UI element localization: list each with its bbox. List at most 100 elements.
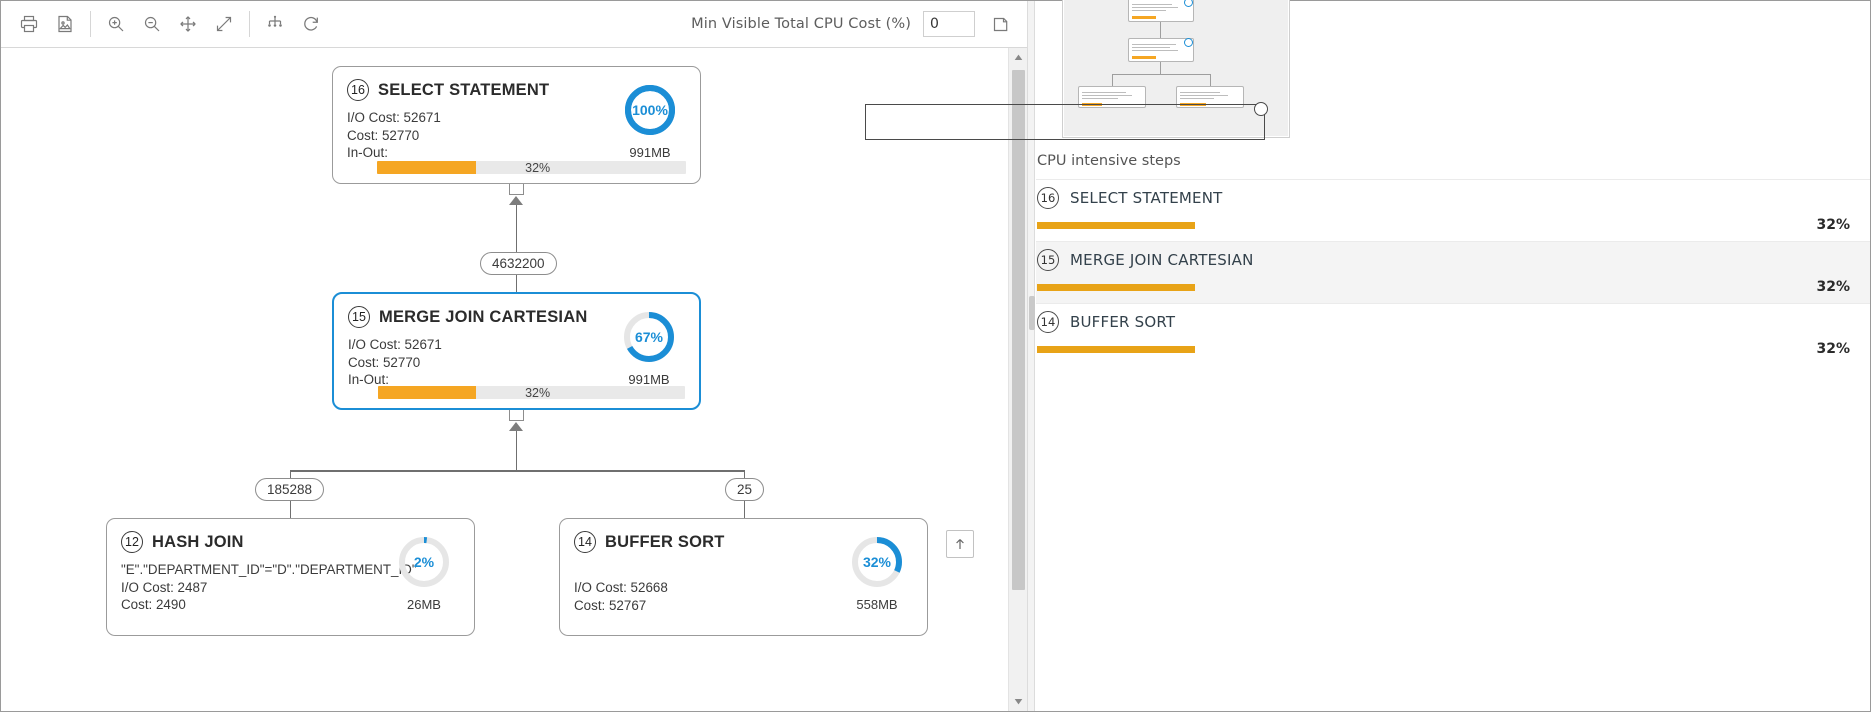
edge-line bbox=[289, 501, 292, 523]
node-details: I/O Cost: 52668 Cost: 52767 bbox=[560, 553, 927, 614]
cpu-cost-filter-label: Min Visible Total CPU Cost (%) bbox=[691, 16, 911, 32]
step-cpu-percent: 32% bbox=[1816, 279, 1850, 295]
minimap-resize-handle[interactable] bbox=[1254, 102, 1268, 116]
cpu-cost-filter-input[interactable] bbox=[923, 11, 975, 37]
row-header: 16 SELECT STATEMENT bbox=[1037, 187, 1223, 209]
node-io-cost: I/O Cost: 52671 bbox=[347, 110, 441, 125]
fit-screen-icon[interactable] bbox=[206, 6, 242, 42]
node-io-cost: I/O Cost: 52671 bbox=[348, 337, 442, 352]
edge-line bbox=[515, 205, 518, 253]
pane-splitter[interactable] bbox=[1027, 1, 1035, 711]
tree-layout-icon[interactable] bbox=[257, 6, 293, 42]
plan-diagram-canvas[interactable]: 16 SELECT STATEMENT I/O Cost: 52671 Cost… bbox=[1, 48, 1008, 711]
cpu-step-row-buffer-sort[interactable]: 14 BUFFER SORT 32% bbox=[1036, 303, 1870, 365]
node-title: SELECT STATEMENT bbox=[378, 80, 550, 99]
cpu-intensive-steps-list: 16 SELECT STATEMENT 32% 15 MERGE JOIN CA… bbox=[1036, 179, 1870, 365]
node-port bbox=[509, 410, 524, 421]
step-cpu-bar bbox=[1037, 346, 1195, 353]
node-cpu-bar-row: 32% bbox=[377, 160, 686, 175]
node-header: 15 MERGE JOIN CARTESIAN bbox=[334, 294, 699, 328]
node-donut: 2% 26MB bbox=[392, 533, 456, 612]
pan-icon[interactable] bbox=[170, 6, 206, 42]
plan-node-merge-join-cartesian[interactable]: 15 MERGE JOIN CARTESIAN I/O Cost: 52671 … bbox=[332, 292, 701, 410]
plan-node-select-statement[interactable]: 16 SELECT STATEMENT I/O Cost: 52671 Cost… bbox=[332, 66, 701, 184]
node-size: 558MB bbox=[856, 597, 898, 612]
cpu-cost-filter: Min Visible Total CPU Cost (%) bbox=[691, 1, 1013, 47]
node-size: 991MB bbox=[628, 372, 670, 387]
step-label: BUFFER SORT bbox=[1070, 313, 1176, 331]
zoom-in-icon[interactable] bbox=[98, 6, 134, 42]
edge-line bbox=[743, 501, 746, 523]
minimap-edge bbox=[1160, 62, 1161, 74]
node-size: 991MB bbox=[629, 145, 671, 160]
node-inout: In-Out: bbox=[347, 145, 388, 160]
node-cpu-percent: 32% bbox=[525, 160, 551, 175]
scroll-to-top-button[interactable] bbox=[946, 530, 974, 558]
step-cpu-percent: 32% bbox=[1816, 217, 1850, 233]
node-port bbox=[509, 184, 524, 195]
node-cost: Cost: 52770 bbox=[347, 127, 420, 143]
node-cpu-bar-fill bbox=[377, 161, 476, 174]
minimap[interactable] bbox=[865, 0, 1290, 140]
cpu-step-row-merge-join-cartesian[interactable]: 15 MERGE JOIN CARTESIAN 32% bbox=[1036, 241, 1870, 303]
minimap-node-gauge bbox=[1184, 38, 1193, 47]
cpu-step-row-select-statement[interactable]: 16 SELECT STATEMENT 32% bbox=[1036, 179, 1870, 241]
node-cpu-percent: 32% bbox=[525, 385, 551, 400]
step-badge: 15 bbox=[1037, 249, 1059, 271]
print-icon[interactable] bbox=[11, 6, 47, 42]
donut-label: 100% bbox=[632, 102, 668, 118]
toolbar-divider-1 bbox=[90, 11, 91, 37]
minimap-edge bbox=[1112, 74, 1113, 86]
row-header: 15 MERGE JOIN CARTESIAN bbox=[1037, 249, 1254, 271]
plan-node-hash-join[interactable]: 12 HASH JOIN "E"."DEPARTMENT_ID"="D"."DE… bbox=[106, 518, 475, 636]
step-badge: 12 bbox=[121, 531, 143, 553]
donut-label: 32% bbox=[862, 554, 892, 570]
save-image-icon[interactable] bbox=[47, 6, 83, 42]
node-header: 14 BUFFER SORT bbox=[560, 519, 927, 553]
side-panel: CPU intensive steps 16 SELECT STATEMENT … bbox=[865, 0, 1870, 711]
node-cpu-bar-track bbox=[377, 161, 686, 174]
node-details: I/O Cost: 52671 Cost: 52770 In-Out: bbox=[333, 101, 700, 162]
node-size: 26MB bbox=[407, 597, 441, 612]
plan-node-buffer-sort[interactable]: 14 BUFFER SORT I/O Cost: 52668 Cost: 527… bbox=[559, 518, 928, 636]
scroll-up-arrow-icon[interactable] bbox=[1009, 48, 1028, 67]
node-cost: Cost: 2490 bbox=[121, 597, 186, 612]
edge-line bbox=[515, 275, 518, 292]
zoom-out-icon[interactable] bbox=[134, 6, 170, 42]
refresh-icon[interactable] bbox=[293, 6, 329, 42]
note-icon[interactable] bbox=[987, 11, 1013, 37]
step-cpu-bar bbox=[1037, 284, 1195, 291]
edge-bus bbox=[290, 470, 745, 472]
cpu-intensive-steps-title: CPU intensive steps bbox=[1037, 153, 1181, 169]
node-cpu-bar-track bbox=[378, 386, 685, 399]
donut-gauge: 32% bbox=[848, 533, 906, 591]
node-donut: 32% 558MB bbox=[845, 533, 909, 612]
node-cpu-bar-fill bbox=[378, 386, 477, 399]
node-header: 16 SELECT STATEMENT bbox=[333, 67, 700, 101]
minimap-edge bbox=[1160, 22, 1161, 38]
node-title: MERGE JOIN CARTESIAN bbox=[379, 307, 588, 326]
node-header: 12 HASH JOIN bbox=[107, 519, 474, 553]
node-title: HASH JOIN bbox=[152, 532, 244, 551]
scrollbar-thumb[interactable] bbox=[1012, 70, 1025, 590]
node-cpu-bar-row: 32% bbox=[378, 385, 685, 400]
step-badge: 16 bbox=[347, 79, 369, 101]
row-header: 14 BUFFER SORT bbox=[1037, 311, 1175, 333]
minimap-node bbox=[1128, 38, 1194, 62]
minimap-viewport-rect[interactable] bbox=[865, 104, 1265, 140]
scroll-down-arrow-icon[interactable] bbox=[1009, 692, 1028, 711]
step-label: SELECT STATEMENT bbox=[1070, 189, 1223, 207]
node-cost: Cost: 52770 bbox=[348, 354, 421, 370]
canvas-vertical-scrollbar[interactable] bbox=[1008, 48, 1028, 711]
donut-label: 67% bbox=[634, 329, 664, 345]
node-cost: Cost: 52767 bbox=[574, 597, 647, 613]
toolbar-divider-2 bbox=[249, 11, 250, 37]
minimap-canvas[interactable] bbox=[1064, 0, 1288, 136]
step-badge: 16 bbox=[1037, 187, 1059, 209]
splitter-grip[interactable] bbox=[1029, 296, 1035, 330]
node-details: I/O Cost: 52671 Cost: 52770 In-Out: bbox=[334, 328, 699, 389]
minimap-edge bbox=[1210, 74, 1211, 86]
minimap-node-gauge bbox=[1184, 0, 1193, 7]
node-details: "E"."DEPARTMENT_ID"="D"."DEPARTMENT_ID" … bbox=[107, 553, 474, 614]
